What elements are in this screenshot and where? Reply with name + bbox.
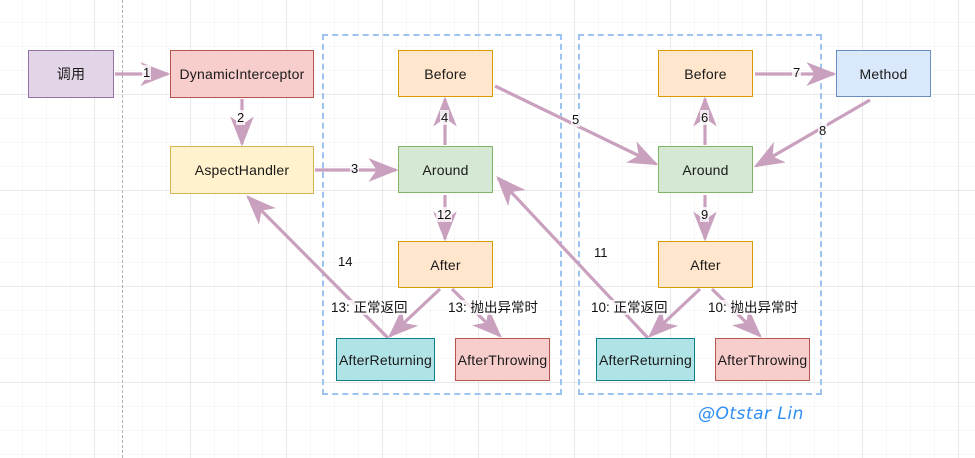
node-label: AfterReturning <box>338 351 433 368</box>
node-before-left[interactable]: Before <box>398 50 493 97</box>
edge-label-step-10-normal: 10: 正常返回 <box>590 300 669 315</box>
node-label: After <box>690 256 721 273</box>
node-after-left[interactable]: After <box>398 241 493 288</box>
node-before-right[interactable]: Before <box>658 50 753 97</box>
node-around-left[interactable]: Around <box>398 146 493 193</box>
node-label: AfterThrowing <box>717 351 808 368</box>
node-aspect-handler[interactable]: AspectHandler <box>170 146 314 194</box>
edge-label-step-3: 3 <box>350 161 360 176</box>
edge-label-step-2: 2 <box>236 110 246 125</box>
node-afterreturning-right[interactable]: AfterReturning <box>596 338 695 381</box>
node-label: Before <box>684 65 727 82</box>
edge-label-step-14: 14 <box>337 254 354 269</box>
edge-label-step-11: 11 <box>593 245 609 260</box>
node-label: AfterThrowing <box>457 351 548 368</box>
edge-label-step-8: 8 <box>818 123 828 138</box>
node-call[interactable]: 调用 <box>28 50 114 98</box>
edge-label-step-10-exception: 10: 抛出异常时 <box>707 300 800 315</box>
node-after-right[interactable]: After <box>658 241 753 288</box>
edge-label-step-4: 4 <box>440 110 450 125</box>
edge-10-after-to-afterreturning-right <box>648 287 702 338</box>
edge-label-step-13-normal: 13: 正常返回 <box>330 300 409 315</box>
edge-label-step-12: 12 <box>436 207 453 222</box>
node-around-right[interactable]: Around <box>658 146 753 193</box>
author-signature: @Otstar Lin <box>698 404 804 424</box>
node-label: Method <box>859 65 908 82</box>
node-label: After <box>430 256 461 273</box>
edge-8-method-to-around-right <box>753 98 871 168</box>
node-dynamic-interceptor[interactable]: DynamicInterceptor <box>170 50 314 98</box>
node-afterthrowing-right[interactable]: AfterThrowing <box>715 338 810 381</box>
node-label: AspectHandler <box>194 162 290 178</box>
node-label: Around <box>422 161 469 178</box>
node-label: AfterReturning <box>598 351 693 368</box>
node-method[interactable]: Method <box>836 50 931 97</box>
edge-label-step-6: 6 <box>700 110 710 125</box>
page-guide-line <box>122 0 123 458</box>
edge-label-step-7: 7 <box>792 65 802 80</box>
node-label: Before <box>424 65 467 82</box>
edge-label-step-5: 5 <box>571 112 581 127</box>
edge-label-step-1: 1 <box>142 65 152 80</box>
node-afterreturning-left[interactable]: AfterReturning <box>336 338 435 381</box>
edge-14-afterreturning-left-to-handler <box>246 195 390 340</box>
node-label: 调用 <box>56 66 86 82</box>
edge-label-step-9: 9 <box>700 207 710 222</box>
edge-label-step-13-exception: 13: 抛出异常时 <box>447 300 540 315</box>
aspect-group-left <box>322 34 562 395</box>
node-label: DynamicInterceptor <box>179 66 305 82</box>
edge-13-after-to-afterreturning-left <box>388 287 442 338</box>
aspect-group-right <box>578 34 822 395</box>
node-afterthrowing-left[interactable]: AfterThrowing <box>455 338 550 381</box>
node-label: Around <box>682 161 729 178</box>
